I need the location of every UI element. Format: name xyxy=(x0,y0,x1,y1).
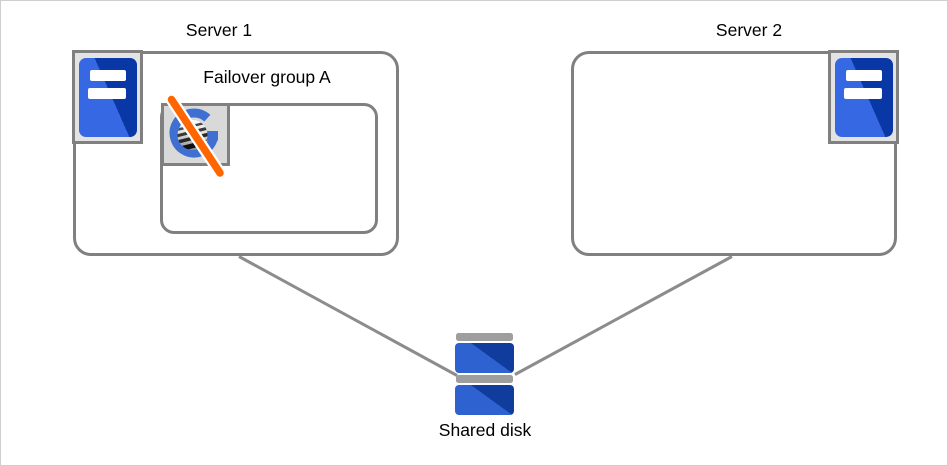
disk-platter-bottom xyxy=(455,385,514,415)
failover-group-box xyxy=(160,103,378,234)
server2-box xyxy=(571,51,897,256)
disk-cap-top xyxy=(456,333,513,341)
server1-label: Server 1 xyxy=(185,20,253,40)
shared-disk-label: Shared disk xyxy=(438,420,532,440)
stop-slash-icon xyxy=(167,95,224,177)
server-tower-icon xyxy=(78,57,137,137)
disk-platter-top xyxy=(455,343,514,373)
connection-line-server2-disk xyxy=(514,255,733,376)
server2-label: Server 2 xyxy=(715,20,783,40)
connection-line-server1-disk xyxy=(238,255,458,377)
shared-disk-icon xyxy=(455,333,514,415)
server-tower-icon xyxy=(834,57,893,137)
failover-group-label: Failover group A xyxy=(203,67,331,87)
disk-cap-bottom xyxy=(456,375,513,383)
server1-icon xyxy=(72,50,143,144)
group-stopped-icon xyxy=(161,93,230,179)
server2-icon xyxy=(828,50,899,144)
